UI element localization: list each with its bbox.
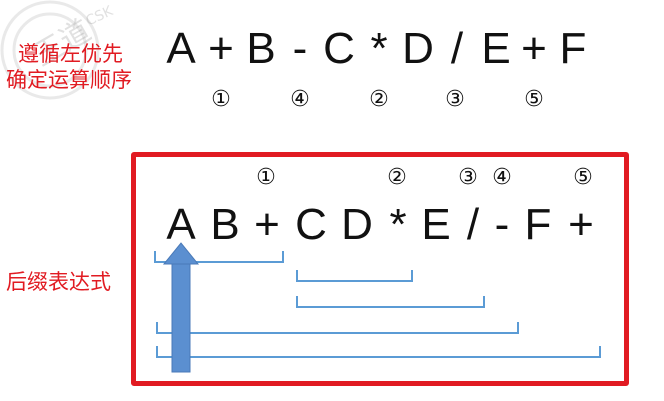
infix-token-E: E: [481, 24, 511, 73]
postfix-order-mark: ②: [387, 165, 407, 190]
infix-token-B: B: [246, 24, 276, 73]
up-arrow: [162, 242, 200, 373]
infix-rule-line2: 确定运算顺序: [6, 68, 132, 92]
infix-token-C: C: [323, 24, 355, 73]
bracket-step-1: [154, 251, 284, 263]
postfix-label: 后缀表达式: [6, 270, 111, 294]
infix-order-mark: ②: [369, 87, 389, 112]
watermark-logo: 王道 CSK: [0, 0, 116, 100]
postfix-token-C: C: [295, 200, 327, 249]
bracket-step-5: [156, 346, 601, 358]
postfix-token-star: *: [389, 200, 407, 249]
infix-token-plus: +: [208, 24, 234, 73]
postfix-order-mark: ①: [256, 165, 276, 190]
postfix-token-F: F: [524, 200, 552, 249]
postfix-token-B: B: [210, 200, 240, 249]
postfix-order-mark: ⑤: [573, 165, 593, 190]
infix-order-mark: ⑤: [524, 87, 544, 112]
infix-token-F: F: [559, 24, 587, 73]
infix-order-mark: ④: [290, 87, 310, 112]
postfix-token-plus: +: [254, 200, 280, 249]
postfix-token-A: A: [166, 200, 196, 249]
infix-token-D: D: [402, 24, 434, 73]
bracket-step-2: [296, 270, 413, 282]
infix-token-star: *: [370, 24, 388, 73]
postfix-token-minus: -: [494, 200, 510, 249]
infix-order-mark: ①: [211, 87, 231, 112]
infix-token-A: A: [166, 24, 196, 73]
postfix-token-D: D: [341, 200, 373, 249]
postfix-token-plus2: +: [568, 200, 594, 249]
infix-order-mark: ③: [445, 87, 465, 112]
infix-rule-line1: 遵循左优先: [18, 42, 123, 66]
postfix-token-E: E: [421, 200, 451, 249]
postfix-order-mark: ③: [458, 165, 478, 190]
bracket-step-4: [156, 322, 519, 334]
postfix-token-slash: /: [466, 200, 480, 249]
postfix-order-mark: ④: [492, 165, 512, 190]
infix-token-plus2: +: [521, 24, 547, 73]
infix-token-slash: /: [450, 24, 464, 73]
postfix-highlight-box: [131, 152, 629, 386]
infix-token-minus: -: [292, 24, 308, 73]
bracket-step-3: [296, 296, 485, 308]
